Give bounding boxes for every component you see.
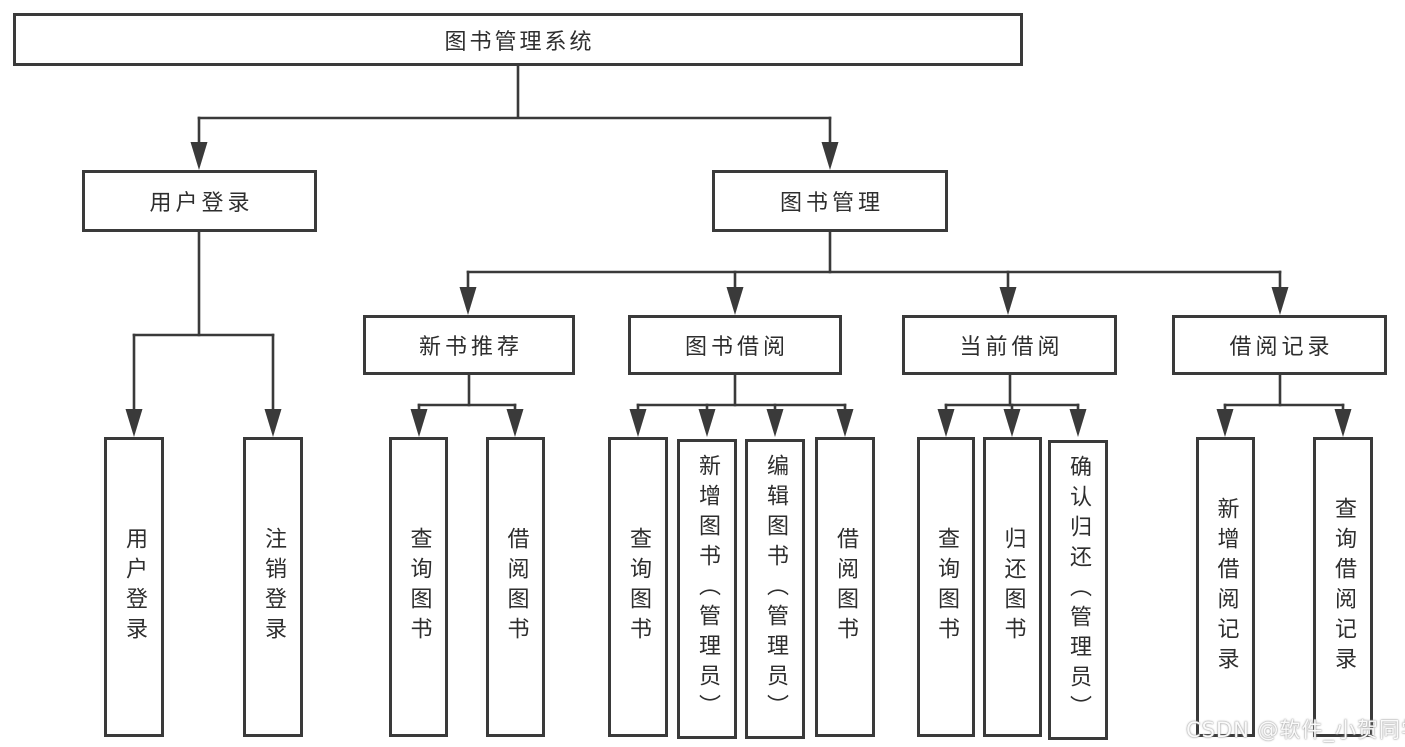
node-new-book-recommend: 新书推荐	[363, 315, 575, 375]
node-book-management-label: 图书管理	[779, 191, 884, 216]
leaf-edit-books-admin-label: 编辑图书（管理员）	[763, 454, 788, 724]
leaf-query-books-borrow: 查询图书	[608, 437, 668, 737]
node-root-label: 图书管理系统	[444, 29, 595, 55]
leaf-logout: 注销登录	[243, 437, 303, 737]
leaf-query-books-recommend-label: 查询图书	[406, 527, 432, 647]
leaf-return-books-label: 归还图书	[1000, 527, 1026, 647]
node-new-book-recommend-label: 新书推荐	[418, 335, 523, 360]
leaf-borrow-books: 借阅图书	[815, 437, 875, 737]
leaf-query-books-borrow-label: 查询图书	[626, 527, 651, 647]
leaf-add-books-admin-label: 新增图书（管理员）	[695, 454, 720, 724]
leaf-user-login: 用户登录	[104, 437, 164, 737]
leaf-user-login-label: 用户登录	[122, 527, 147, 647]
leaf-borrow-books-label: 借阅图书	[833, 527, 858, 647]
leaf-borrow-books-recommend-label: 借阅图书	[503, 527, 529, 647]
leaf-query-books-recommend: 查询图书	[389, 437, 448, 737]
leaf-edit-books-admin: 编辑图书（管理员）	[745, 439, 805, 739]
node-book-borrow: 图书借阅	[628, 315, 842, 375]
leaf-logout-label: 注销登录	[261, 527, 286, 647]
leaf-confirm-return-admin-label: 确认归还（管理员）	[1066, 455, 1091, 725]
leaf-add-books-admin: 新增图书（管理员）	[677, 439, 737, 739]
node-current-borrow: 当前借阅	[902, 315, 1117, 375]
node-user-login: 用户登录	[82, 170, 317, 232]
leaf-add-borrow-record-label: 新增借阅记录	[1213, 497, 1239, 677]
node-borrow-records-label: 借阅记录	[1229, 335, 1334, 360]
leaf-return-books: 归还图书	[983, 437, 1042, 737]
node-root-system: 图书管理系统	[13, 13, 1023, 66]
leaf-query-books-current-label: 查询图书	[934, 527, 959, 647]
leaf-query-borrow-record: 查询借阅记录	[1313, 437, 1373, 737]
node-book-borrow-label: 图书借阅	[684, 335, 789, 360]
leaf-add-borrow-record: 新增借阅记录	[1196, 437, 1255, 737]
leaf-confirm-return-admin: 确认归还（管理员）	[1048, 440, 1108, 740]
node-user-login-label: 用户登录	[149, 191, 254, 216]
leaf-query-books-current: 查询图书	[917, 437, 975, 737]
leaf-borrow-books-recommend: 借阅图书	[486, 437, 545, 737]
node-borrow-records: 借阅记录	[1172, 315, 1387, 375]
csdn-watermark: CSDN @软件_小贺同学	[1186, 718, 1405, 742]
leaf-query-borrow-record-label: 查询借阅记录	[1331, 497, 1356, 677]
node-current-borrow-label: 当前借阅	[959, 335, 1064, 360]
node-book-management: 图书管理	[712, 170, 948, 232]
